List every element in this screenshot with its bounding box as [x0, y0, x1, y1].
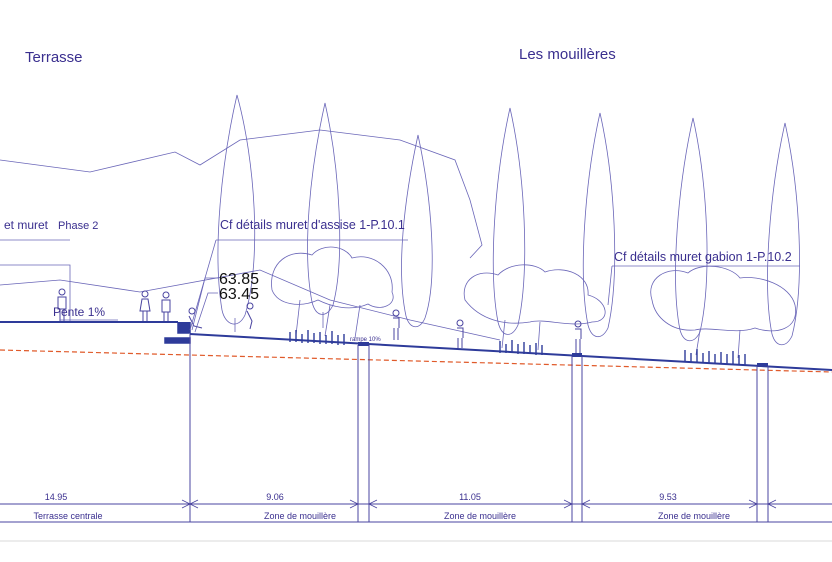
datum-line [0, 349, 832, 373]
dimension-value: 14.95 [45, 492, 68, 502]
label-slope-ramp: rampe 10% [350, 337, 381, 343]
label-phase: Phase 2 [58, 220, 98, 232]
title-terrasse: Terrasse [25, 49, 83, 66]
label-slope-terrace: Pente 1% [53, 305, 105, 319]
wetland-grasses [289, 330, 746, 365]
cypress-trees [217, 94, 800, 346]
zone-label: Zone de mouillère [264, 511, 336, 521]
background-outline-lower [0, 269, 501, 341]
zone-label: Terrasse centrale [33, 511, 102, 521]
dimension-value: 9.53 [659, 492, 677, 502]
hill-outline [0, 129, 483, 259]
level-top: 63.85 [219, 271, 259, 288]
level-bottom: 63.45 [219, 286, 259, 303]
label-detail-gabion: Cf détails muret gabion 1-P.10.2 [614, 250, 792, 264]
title-mouilleres: Les mouillères [519, 46, 616, 63]
tree-canopies [271, 246, 797, 359]
dimension-value: 11.05 [459, 492, 481, 502]
ground-profile [0, 321, 832, 373]
zone-label: Zone de mouillère [658, 511, 730, 521]
leader-line-left [0, 264, 71, 322]
people-figures [57, 288, 582, 353]
dimension-verticals [189, 334, 769, 522]
leader-level-bottom [194, 292, 218, 333]
zone-label: Zone de mouillère [444, 511, 516, 521]
dimension-strip: 14.95 Terrasse centrale 9.06 Zone de mou… [0, 492, 832, 542]
leader-level-top [191, 277, 218, 331]
label-muret: et muret [4, 218, 49, 232]
leader-gabion [607, 265, 613, 306]
dimension-value: 9.06 [266, 492, 284, 502]
label-detail-assise: Cf détails muret d'assise 1-P.10.1 [220, 218, 405, 232]
